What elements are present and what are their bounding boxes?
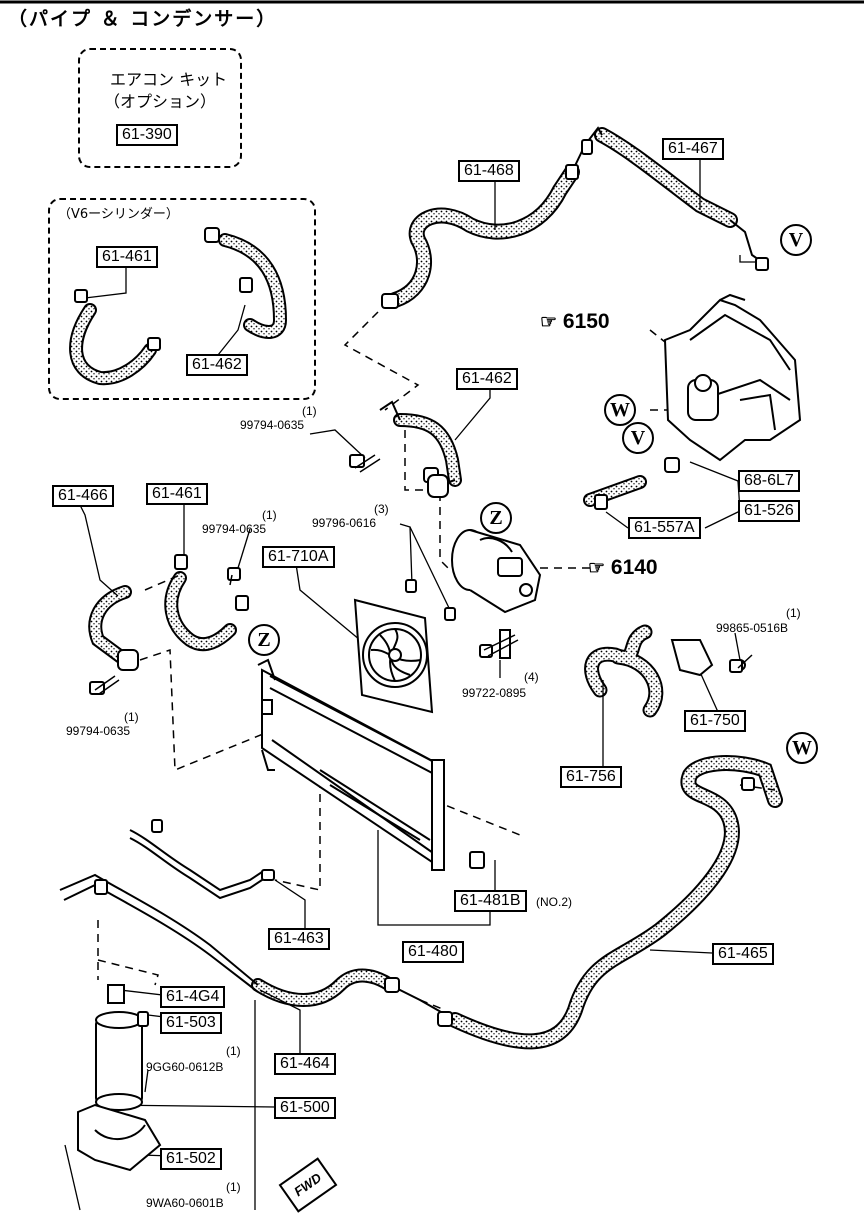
receiver-drier (95, 984, 143, 1111)
part-label-61-750[interactable]: 61-750 (684, 710, 746, 732)
bolt-qty: (1) (226, 1044, 241, 1058)
part-label-61-4G4[interactable]: 61-4G4 (160, 986, 226, 1008)
part-label-61-500[interactable]: 61-500 (274, 1097, 336, 1119)
callout-v: V (780, 224, 812, 256)
callout-v: V (622, 422, 654, 454)
hose-61-467 (594, 127, 738, 228)
callout-z: Z (480, 502, 512, 534)
hose-61-756 (584, 624, 664, 718)
bolts (94, 454, 753, 695)
bolt-number[interactable]: 9GG60-0612B (146, 1060, 224, 1074)
bolt-number[interactable]: 99865-0516B (716, 621, 789, 635)
part-label-v6-61-461[interactable]: 61-461 (96, 246, 158, 268)
part-label-61-480[interactable]: 61-480 (402, 941, 464, 963)
part-label-61-464[interactable]: 61-464 (274, 1053, 336, 1075)
bolt-qty: (3) (374, 502, 389, 516)
bolt-number[interactable]: 99722-0895 (462, 686, 527, 700)
hose-v6-61-462 (218, 233, 288, 339)
part-label-61-461[interactable]: 61-461 (146, 483, 208, 505)
callout-w: W (786, 732, 818, 764)
part-label-61-467[interactable]: 61-467 (662, 138, 724, 160)
part-label-61-503[interactable]: 61-503 (160, 1012, 222, 1034)
callout-w: W (604, 394, 636, 426)
part-label-68-6L7[interactable]: 68-6L7 (738, 470, 800, 492)
page-title: （パイプ ＆ コンデンサー） (8, 8, 278, 30)
part-label-61-466[interactable]: 61-466 (52, 485, 114, 507)
part-label-61-557A[interactable]: 61-557A (628, 517, 701, 539)
part-label-61-502[interactable]: 61-502 (160, 1148, 222, 1170)
ref-6140[interactable]: ☞ 6140 (588, 556, 658, 580)
v6-cylinder-group (48, 198, 316, 400)
part-label-61-481B[interactable]: 61-481B (454, 890, 527, 912)
part-label-61-526[interactable]: 61-526 (738, 500, 800, 522)
part-label-61-463[interactable]: 61-463 (268, 928, 330, 950)
part-label-61-465[interactable]: 61-465 (712, 943, 774, 965)
evaporator-unit (663, 293, 802, 462)
bolt-number[interactable]: 99796-0616 (312, 516, 377, 530)
part-label-v6-61-462[interactable]: 61-462 (186, 354, 248, 376)
hose-61-465 (447, 755, 783, 1050)
leader-lines (64, 158, 762, 1211)
bolt-number[interactable]: 99794-0635 (202, 522, 267, 536)
pointing-hand-icon: ☞ (588, 558, 606, 579)
hose-61-462 (393, 413, 462, 487)
compressor (451, 529, 542, 614)
hose-61-468 (387, 164, 580, 308)
callout-z: Z (248, 624, 280, 656)
drier-bracket (77, 1103, 162, 1172)
fan-shroud (353, 598, 434, 714)
note-no2: (NO.2) (536, 895, 572, 909)
bolt-qty: (4) (524, 670, 539, 684)
part-label-61-710A[interactable]: 61-710A (262, 546, 335, 568)
part-label-61-390[interactable]: 61-390 (116, 124, 178, 146)
hose-61-464 (251, 968, 397, 1007)
bolt-qty: (1) (302, 404, 317, 418)
ref-6150[interactable]: ☞ 6150 (540, 310, 610, 334)
ref-6140-number: 6140 (610, 556, 658, 579)
part-label-61-462[interactable]: 61-462 (456, 368, 518, 390)
part-label-61-468[interactable]: 61-468 (458, 160, 520, 182)
bolt-qty: (1) (124, 710, 139, 724)
bolt-number[interactable]: 9WA60-0601B (146, 1196, 224, 1210)
pointing-hand-icon: ☞ (540, 312, 558, 333)
aircon-kit-group (78, 48, 242, 168)
hose-v6-61-461 (69, 303, 157, 386)
bolt-qty: (1) (786, 606, 801, 620)
hose-61-461 (164, 571, 237, 652)
bolt-number[interactable]: 99794-0635 (240, 418, 305, 432)
aircon-kit-option: （オプション） (104, 92, 217, 111)
ref-6150-number: 6150 (562, 310, 610, 333)
bolt-number[interactable]: 99794-0635 (66, 724, 131, 738)
condenser (257, 658, 445, 871)
aircon-kit-title: エアコン キット (110, 70, 228, 89)
v6-cylinder-label: （V6ーシリンダー） (58, 207, 179, 222)
part-label-61-756[interactable]: 61-756 (560, 766, 622, 788)
bolt-qty: (1) (262, 508, 277, 522)
fittings (74, 139, 769, 1027)
bolt-qty: (1) (226, 1180, 241, 1194)
